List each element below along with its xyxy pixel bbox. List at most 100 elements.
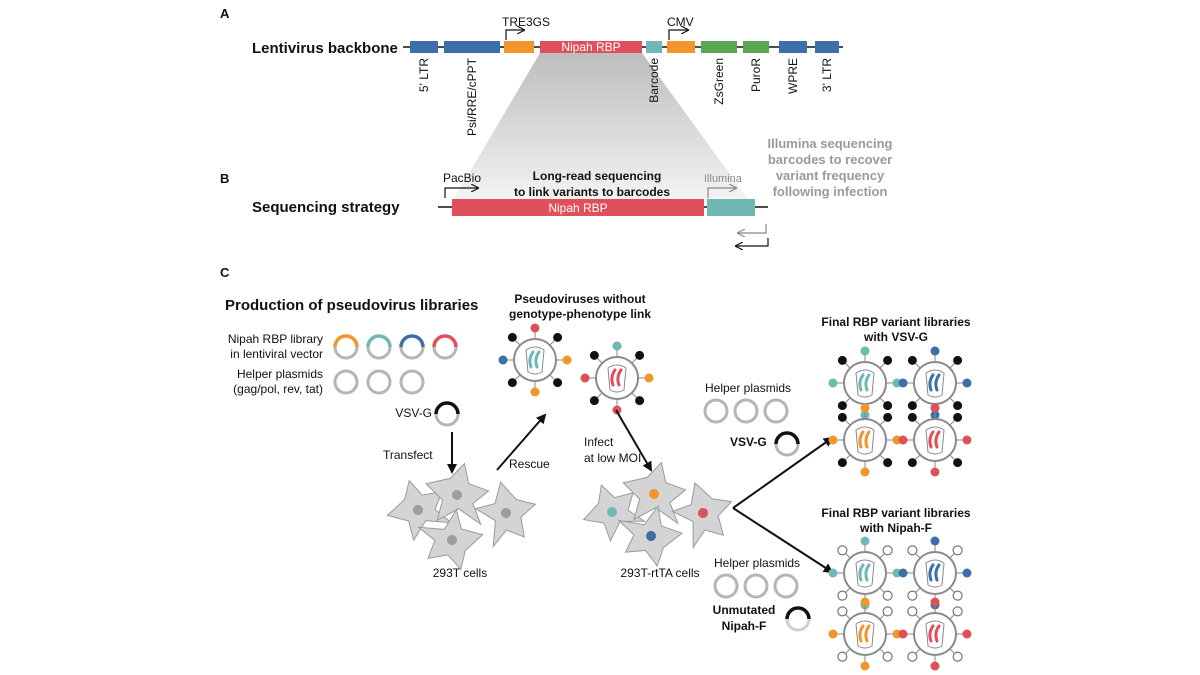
nipah-f-spike	[837, 545, 848, 556]
virion-spike	[860, 536, 870, 546]
virion-spike	[860, 661, 870, 671]
rescue-arrow	[496, 413, 547, 471]
plasmid-ring	[733, 398, 759, 424]
virion-spike	[828, 568, 838, 578]
nipah-branch-arrow	[732, 507, 834, 574]
nipah-rbp-label-b: Nipah RBP	[548, 201, 607, 215]
plasmid-ring	[333, 369, 359, 395]
psi-rre-segment	[444, 41, 500, 53]
cmv-segment	[667, 41, 695, 53]
puror-label: PuroR	[749, 58, 763, 92]
helper-line1: Helper plasmids	[237, 367, 323, 381]
nipah-f-spike	[952, 606, 963, 617]
illumina-note-line1: Illumina sequencing	[768, 136, 893, 151]
cell	[582, 484, 647, 543]
virion-genome	[928, 430, 935, 449]
nipah-f-spike	[907, 606, 918, 617]
virion-spike	[860, 467, 870, 477]
cmv-label: CMV	[667, 15, 694, 29]
virion-spike	[953, 412, 963, 422]
ltr5-segment	[410, 41, 438, 53]
virion-spike	[898, 629, 908, 639]
virion-spike	[837, 412, 847, 422]
virion-capsid	[925, 559, 945, 588]
virion-capsid	[925, 369, 945, 398]
virion-spike	[828, 378, 838, 388]
virion-genome	[934, 624, 941, 643]
vsvg-label: VSV-G	[395, 406, 432, 420]
virion-spike	[962, 629, 972, 639]
library-plasmids	[333, 334, 458, 360]
helper-bottom-label: Helper plasmids	[714, 556, 800, 570]
cell-nucleus	[649, 489, 659, 499]
virion-spike	[930, 403, 940, 413]
helper-top-label: Helper plasmids	[705, 381, 791, 395]
virion-spike	[898, 568, 908, 578]
infect-arrow	[615, 409, 653, 472]
rescue-label: Rescue	[509, 457, 550, 471]
virion-spike	[553, 332, 563, 342]
cell-nucleus	[413, 505, 423, 515]
virion-genome	[610, 368, 617, 387]
virion-capsid	[855, 426, 875, 455]
plasmid-insert	[399, 334, 425, 348]
nipah-f-spike	[882, 606, 893, 617]
virion-spike	[930, 536, 940, 546]
virion-spike	[898, 435, 908, 445]
virion-genome	[864, 430, 871, 449]
virion-genome	[934, 373, 941, 392]
ltr5-label: 5' LTR	[417, 58, 431, 92]
plasmid-insert	[432, 334, 458, 348]
virion-spike	[837, 355, 847, 365]
cells1-label: 293T cells	[433, 566, 487, 580]
illumina-note-line3: variant frequency	[776, 168, 885, 183]
virion-genome	[858, 430, 865, 449]
cell	[474, 481, 537, 548]
virion-spike	[953, 458, 963, 468]
final-nipah-line2: with Nipah-F	[859, 521, 932, 535]
virion-spike	[635, 350, 645, 360]
vsvg-bold-label: VSV-G	[730, 435, 767, 449]
virion-spike	[837, 458, 847, 468]
illumina-label: Illumina	[704, 173, 743, 185]
virion-spike	[612, 341, 622, 351]
library-line1: Nipah RBP library	[228, 332, 323, 346]
nipah-rbp-segment	[540, 41, 642, 53]
virion-spike	[930, 597, 940, 607]
virion-spike	[907, 412, 917, 422]
plasmid-ring	[713, 573, 739, 599]
virion-spike	[860, 403, 870, 413]
longread-line1: Long-read sequencing	[533, 169, 662, 183]
virion-spike	[962, 378, 972, 388]
virion-genome	[928, 624, 935, 643]
unmutated-line2: Nipah-F	[722, 619, 767, 633]
infect-line2: at low MOI	[584, 451, 641, 465]
virion-spike	[907, 401, 917, 411]
helper-plasmids	[333, 369, 425, 395]
nipah-f-spike	[907, 651, 918, 662]
nipah-f-spike	[907, 545, 918, 556]
plasmid-ring	[763, 398, 789, 424]
tre3gs-label: TRE3GS	[502, 15, 550, 29]
virion-spike	[860, 597, 870, 607]
plasmid-ring	[399, 369, 425, 395]
panel-b-letter: B	[220, 171, 229, 186]
plasmid-ring	[703, 398, 729, 424]
cells-293t-rttA	[582, 461, 733, 568]
virion-genome	[864, 373, 871, 392]
panel-a-letter: A	[220, 6, 230, 21]
virion-spike	[883, 458, 893, 468]
final-vsvg-line2: with VSV-G	[863, 330, 928, 344]
pseudo-line1: Pseudoviruses without	[514, 292, 645, 306]
nipah-f-spike	[882, 545, 893, 556]
ltr3-segment	[815, 41, 839, 53]
pacbio-primer-arrow	[444, 188, 478, 198]
barcode-label: Barcode	[647, 58, 661, 103]
cell	[425, 462, 490, 526]
helper-plasmids-bottom	[713, 573, 799, 599]
library-line2: in lentiviral vector	[230, 347, 323, 361]
panel-c-letter: C	[220, 265, 230, 280]
zsgreen-label: ZsGreen	[712, 58, 726, 105]
virion-spike	[498, 355, 508, 365]
